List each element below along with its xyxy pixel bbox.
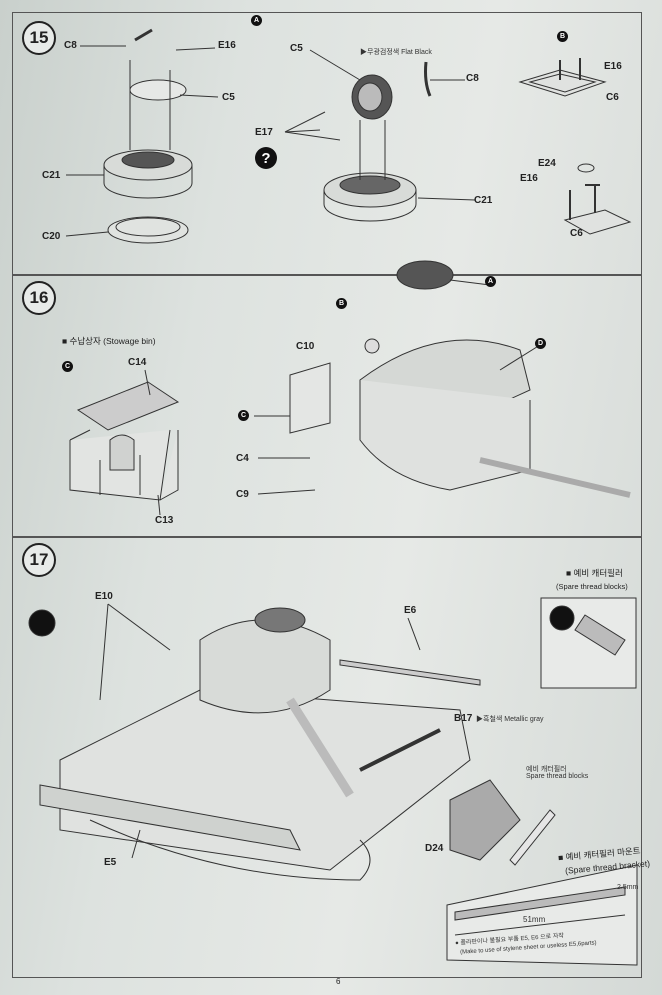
part-label-c6-b: C6 (606, 92, 619, 103)
step-15-frame (12, 12, 642, 276)
part-label-e16-b: E16 (604, 61, 622, 72)
spare-blocks-header-ko: ■ 예비 캐터필러 (566, 568, 623, 578)
part-label-d24: D24 (425, 843, 444, 854)
part-label-c14: C14 (128, 357, 147, 368)
spare-blocks-label-ko: 예비 캐터필러 (526, 766, 567, 773)
part-label-e5: E5 (104, 857, 117, 868)
part-label-e16-b2: E16 (520, 173, 538, 184)
part-label-c21-detail: C21 (474, 195, 493, 206)
question-icon: ? (255, 147, 277, 169)
paint-note-flat-black: ▶무광검정색 Flat Black (360, 49, 432, 56)
part-label-c8-detail: C8 (466, 73, 479, 84)
step-number-17: 17 (22, 543, 56, 577)
stowage-bin-drawing (69, 369, 180, 516)
marker-d-16: D (535, 338, 546, 349)
part-label-e6: E6 (404, 605, 417, 616)
instruction-page (6, 6, 656, 991)
part-label-c8: C8 (64, 40, 77, 51)
part-label-c21: C21 (42, 170, 61, 181)
part-label-c5: C5 (222, 92, 235, 103)
part-label-c10: C10 (296, 341, 315, 352)
marker-c-16: C (238, 410, 249, 421)
part-label-e17: E17 (255, 127, 273, 138)
stowage-bin-title: ■ 수납상자 (Stowage bin) (62, 336, 156, 346)
marker-c: C (62, 361, 73, 372)
part-label-c13: C13 (155, 515, 174, 526)
part-label-c5-detail: C5 (290, 43, 303, 54)
page-number: 6 (336, 977, 341, 986)
step17-tank-drawing (39, 603, 556, 881)
step-number-16: 16 (22, 281, 56, 315)
step-16-frame (12, 274, 642, 538)
paint-note-metallic-gray: ▶흑철색 Metallic gray (476, 716, 544, 723)
marker-b-16: B (336, 298, 347, 309)
part-label-e24: E24 (538, 158, 556, 169)
step15-a-drawing (284, 49, 476, 222)
step15-left-drawing (65, 28, 219, 244)
dimension-length: 51mm (523, 915, 546, 924)
spare-blocks-label-en: Spare thread blocks (526, 773, 589, 780)
part-label-c9: C9 (236, 489, 249, 500)
part-label-e10: E10 (95, 591, 113, 602)
marker-a-16: A (485, 276, 496, 287)
part-label-c4: C4 (236, 453, 249, 464)
part-label-c20: C20 (42, 231, 61, 242)
dimension-thickness: 2.5mm (617, 884, 639, 891)
spare-blocks-header-en: (Spare thread blocks) (556, 582, 628, 591)
part-label-e16: E16 (218, 40, 236, 51)
step-number-15: 15 (22, 21, 56, 55)
part-label-c6-b2: C6 (570, 228, 583, 239)
part-label-b17: B17 (454, 713, 473, 724)
step16-turret-drawing (254, 260, 631, 498)
marker-b: B (557, 31, 568, 42)
marker-a: A (251, 15, 262, 26)
step15-b-drawing (518, 58, 632, 235)
step-17-frame (12, 536, 642, 978)
